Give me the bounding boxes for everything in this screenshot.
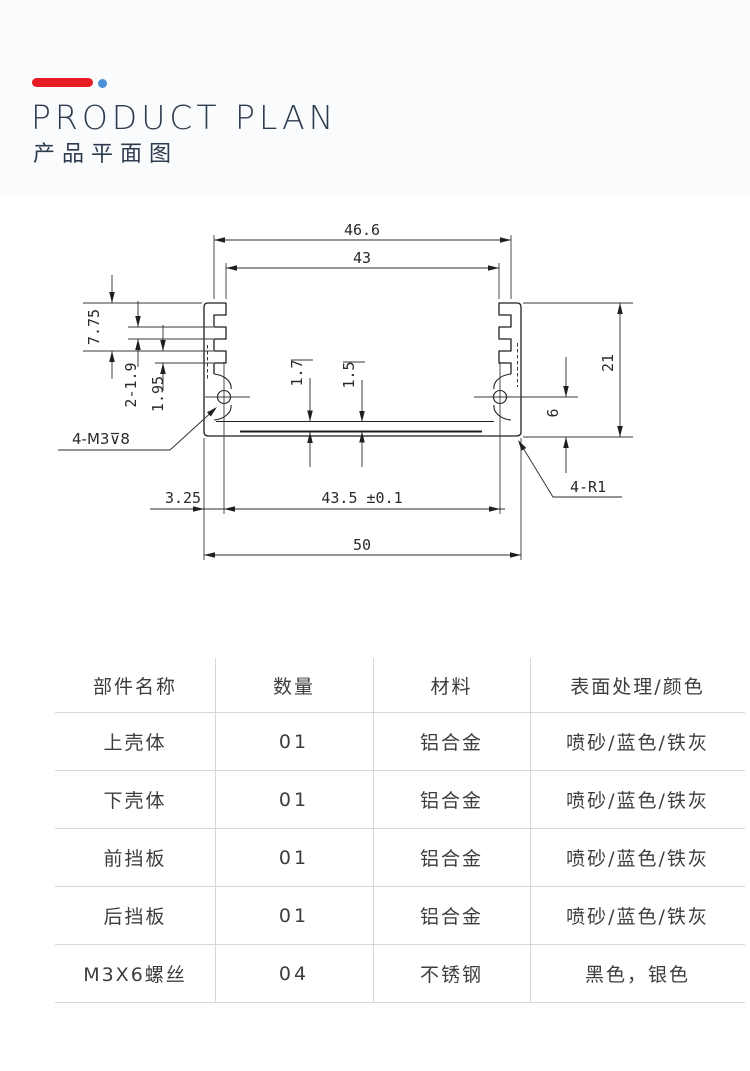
table-divider: [530, 658, 531, 1003]
content-panel: [0, 195, 750, 1071]
dim-hole-span: 43.5 ±0.1: [321, 489, 402, 507]
table-divider: [215, 658, 216, 1003]
col-header-material: 材料: [430, 675, 473, 698]
table-cell: 喷砂/蓝色/铁灰: [566, 848, 709, 870]
dimension-arrows: [109, 237, 623, 558]
dim-edge-to-hole: 3.25: [165, 489, 201, 507]
technical-drawing: 46.6 43 7.75 2-1.9 1.95 4-M3⊽8 1.7 1.5 2…: [0, 195, 750, 615]
page-title: PRODUCT PLAN: [31, 98, 338, 137]
dim-bottom-outer: 50: [353, 536, 371, 554]
dimension-labels: 46.6 43 7.75 2-1.9 1.95 4-M3⊽8 1.7 1.5 2…: [72, 221, 617, 554]
screw-callout: 4-M3⊽8: [72, 430, 130, 448]
table-cell: 上壳体: [103, 732, 167, 754]
accent-dot-icon: [98, 79, 107, 88]
dimension-lines: [58, 239, 622, 556]
table-row: 下壳体 01 铝合金 喷砂/蓝色/铁灰: [55, 771, 745, 829]
table-divider: [373, 658, 374, 1003]
table-cell: 喷砂/蓝色/铁灰: [566, 790, 709, 812]
dim-top-outer: 46.6: [344, 221, 380, 239]
dim-floor-a: 1.7: [288, 359, 306, 386]
dim-left-upper: 7.75: [85, 309, 103, 345]
table-cell: 后挡板: [103, 906, 167, 928]
table-cell: 下壳体: [103, 790, 167, 812]
table-cell: 铝合金: [419, 790, 483, 812]
table-cell: M3X6螺丝: [83, 964, 187, 986]
table-cell: 01: [278, 846, 310, 869]
table-cell: 04: [278, 962, 310, 985]
table-row: 前挡板 01 铝合金 喷砂/蓝色/铁灰: [55, 829, 745, 887]
dim-floor-b: 1.5: [340, 361, 358, 388]
table-cell: 前挡板: [103, 848, 167, 870]
page-header: PRODUCT PLAN 产品平面图: [0, 0, 750, 195]
table-cell: 黑色，银色: [584, 964, 690, 986]
dim-height: 21: [599, 354, 617, 372]
col-header-finish: 表面处理/颜色: [570, 675, 705, 698]
col-header-quantity: 数量: [272, 675, 315, 698]
table-row: M3X6螺丝 04 不锈钢 黑色，银色: [55, 945, 745, 1003]
table-cell: 01: [278, 904, 310, 927]
dim-left-slot: 2-1.9: [122, 362, 140, 407]
dim-boss-height: 6: [544, 408, 562, 417]
page-subtitle: 产品平面图: [33, 142, 179, 167]
col-header-part-name: 部件名称: [92, 675, 177, 698]
table-cell: 01: [278, 788, 310, 811]
extension-lines: [83, 235, 633, 560]
table-cell: 铝合金: [419, 906, 483, 928]
table-cell: 01: [278, 730, 310, 753]
corner-callout: 4-R1: [570, 478, 606, 496]
table-cell: 不锈钢: [419, 964, 483, 986]
accent-bar: [32, 78, 93, 87]
dim-left-tooth: 1.95: [149, 376, 167, 412]
dim-top-inner: 43: [353, 249, 371, 267]
table-cell: 喷砂/蓝色/铁灰: [566, 906, 709, 928]
table-cell: 铝合金: [419, 848, 483, 870]
table-cell: 铝合金: [419, 732, 483, 754]
table-cell: 喷砂/蓝色/铁灰: [566, 732, 709, 754]
table-header-row: 部件名称 数量 材料 表面处理/颜色: [55, 658, 745, 713]
table-row: 后挡板 01 铝合金 喷砂/蓝色/铁灰: [55, 887, 745, 945]
table-row: 上壳体 01 铝合金 喷砂/蓝色/铁灰: [55, 713, 745, 771]
